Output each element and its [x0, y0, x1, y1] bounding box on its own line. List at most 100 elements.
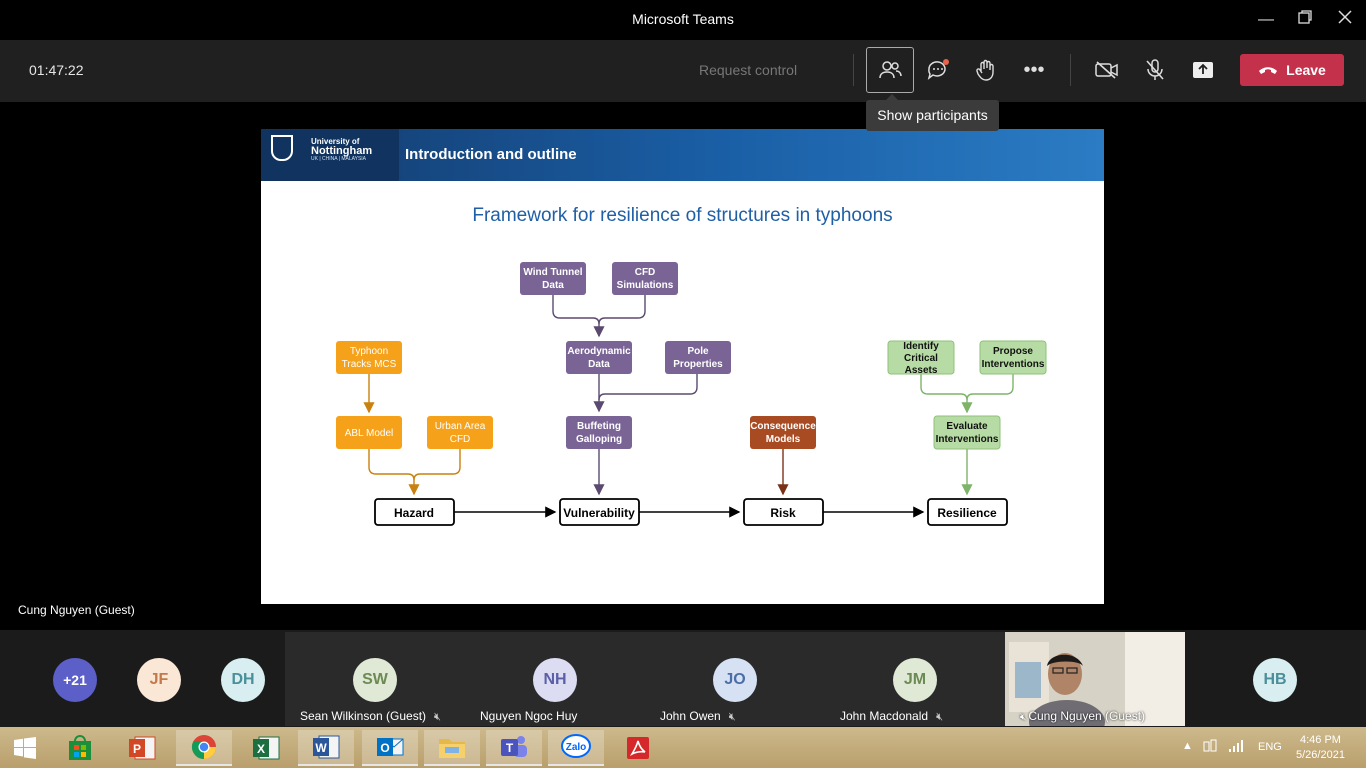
- svg-text:CFD: CFD: [635, 267, 656, 278]
- taskbar-excel[interactable]: X: [238, 730, 294, 766]
- svg-text:Resilience: Resilience: [937, 506, 997, 520]
- connector: [920, 373, 973, 414]
- svg-text:Urban Area: Urban Area: [435, 421, 486, 432]
- request-control-button[interactable]: Request control: [699, 62, 798, 78]
- chat-icon: [927, 59, 949, 80]
- word-icon: W: [313, 735, 340, 759]
- minimize-icon[interactable]: —: [1258, 11, 1274, 28]
- svg-text:Buffeting: Buffeting: [577, 421, 621, 432]
- connector: [598, 373, 698, 401]
- svg-text:Evaluate: Evaluate: [946, 421, 988, 432]
- slide-header: University of Nottingham UK | CHINA | MA…: [261, 129, 1104, 181]
- phone-hangup-icon: [1259, 67, 1278, 74]
- network-icon[interactable]: [1228, 739, 1244, 756]
- mic-off-icon: [1146, 59, 1164, 80]
- node-evaluate-interventions: Evaluate Interventions: [933, 415, 1001, 450]
- participant-tile[interactable]: NH Nguyen Ngoc Huy: [465, 632, 645, 726]
- shared-slide: University of Nottingham UK | CHINA | MA…: [261, 129, 1104, 604]
- avatar: JM: [893, 658, 937, 702]
- avatar[interactable]: JF: [137, 658, 181, 702]
- svg-text:O: O: [380, 741, 389, 755]
- svg-text:Wind Tunnel: Wind Tunnel: [523, 267, 582, 278]
- node-aerodynamic-data: Aerodynamic Data: [566, 341, 632, 374]
- framework-diagram: Wind Tunnel Data CFD Simulations Aerodyn…: [336, 262, 1047, 526]
- node-cfd-simulations: CFD Simulations: [612, 262, 678, 295]
- svg-text:Typhoon: Typhoon: [350, 346, 388, 357]
- svg-text:CFD: CFD: [450, 434, 471, 445]
- node-urban-area-cfd: Urban Area CFD: [427, 416, 493, 449]
- node-wind-tunnel: Wind Tunnel Data: [520, 262, 586, 295]
- participant-tile[interactable]: SW Sean Wilkinson (Guest)🔇︎: [285, 632, 465, 726]
- show-participants-button[interactable]: [866, 47, 914, 93]
- taskbar-store[interactable]: [52, 730, 108, 766]
- language-indicator[interactable]: ENG: [1258, 741, 1282, 753]
- taskbar-clock[interactable]: 4:46 PM 5/26/2021: [1296, 733, 1345, 763]
- avatar[interactable]: HB: [1253, 658, 1297, 702]
- presenter-label: Cung Nguyen (Guest): [18, 603, 135, 617]
- node-identify-critical-assets: Identify Critical Assets: [887, 340, 955, 376]
- video-feed-image: [1005, 632, 1185, 726]
- close-icon[interactable]: [1333, 8, 1357, 32]
- windows-taskbar: P X W O T Zalo ▲ ENG 4:46 PM 5/26/2021: [0, 727, 1366, 768]
- start-button[interactable]: [0, 730, 50, 766]
- camera-off-icon: [1095, 61, 1118, 79]
- avatar: JO: [713, 658, 757, 702]
- node-risk: Risk: [743, 498, 824, 526]
- taskbar-outlook[interactable]: O: [362, 730, 418, 766]
- svg-text:Interventions: Interventions: [936, 434, 999, 445]
- connector: [598, 291, 646, 325]
- participant-name: John Macdonald: [840, 709, 929, 723]
- participant-video[interactable]: 🔇︎Cung Nguyen (Guest): [1005, 632, 1185, 726]
- participant-tile[interactable]: JM John Macdonald🔇︎: [825, 632, 1005, 726]
- share-screen-button[interactable]: [1179, 47, 1227, 93]
- chat-button[interactable]: [914, 47, 962, 93]
- mic-off-icon: 🔇︎: [1020, 712, 1027, 723]
- store-icon: [69, 735, 91, 760]
- svg-text:Pole: Pole: [687, 346, 709, 357]
- participant-tile[interactable]: JO John Owen🔇︎: [645, 632, 825, 726]
- reactions-button[interactable]: [962, 47, 1010, 93]
- participant-name: Nguyen Ngoc Huy: [480, 709, 578, 723]
- chrome-icon: [191, 735, 216, 759]
- taskbar-powerpoint[interactable]: P: [114, 730, 170, 766]
- participant-name: John Owen: [660, 709, 721, 723]
- participants-icon: [879, 61, 902, 79]
- connector: [368, 449, 420, 496]
- svg-text:Properties: Properties: [673, 359, 723, 370]
- avatar[interactable]: DH: [221, 658, 265, 702]
- zalo-icon: Zalo: [561, 734, 591, 758]
- taskbar-word[interactable]: W: [298, 730, 354, 766]
- leave-button[interactable]: Leave: [1240, 54, 1344, 86]
- node-consequence-models: Consequence Models: [750, 416, 816, 449]
- camera-off-button[interactable]: [1083, 47, 1131, 93]
- more-actions-icon[interactable]: •••: [1023, 58, 1045, 81]
- svg-text:Hazard: Hazard: [394, 506, 434, 520]
- svg-text:T: T: [506, 741, 514, 755]
- taskbar-zalo[interactable]: Zalo: [548, 730, 604, 766]
- restore-icon[interactable]: [1293, 8, 1317, 32]
- logo-line-3: UK | CHINA | MALAYSIA: [311, 156, 367, 162]
- svg-text:Identify: Identify: [903, 341, 939, 352]
- svg-text:Zalo: Zalo: [566, 742, 587, 753]
- folder-icon: [439, 739, 465, 758]
- more-participants-avatar[interactable]: +21: [53, 658, 97, 702]
- participant-name: Cung Nguyen (Guest): [1028, 709, 1146, 723]
- taskbar-file-explorer[interactable]: [424, 730, 480, 766]
- node-pole-properties: Pole Properties: [665, 341, 731, 374]
- taskbar-teams[interactable]: T: [486, 730, 542, 766]
- svg-text:Models: Models: [766, 434, 801, 445]
- taskbar-acrobat[interactable]: [610, 730, 666, 766]
- mic-off-button[interactable]: [1131, 47, 1179, 93]
- slide-header-title: Introduction and outline: [405, 146, 577, 163]
- connector: [413, 449, 461, 481]
- window-title: Microsoft Teams: [632, 11, 734, 27]
- title-bar: Microsoft Teams —: [0, 0, 1366, 40]
- taskbar-chrome[interactable]: [176, 730, 232, 766]
- svg-text:Aerodynamic: Aerodynamic: [567, 346, 631, 357]
- svg-text:Interventions: Interventions: [982, 359, 1045, 370]
- crest-icon: [271, 135, 293, 161]
- university-logo: University of Nottingham UK | CHINA | MA…: [261, 129, 399, 181]
- connector: [552, 291, 605, 338]
- show-hidden-icons[interactable]: ▲: [1182, 740, 1193, 752]
- device-icon[interactable]: [1203, 739, 1217, 756]
